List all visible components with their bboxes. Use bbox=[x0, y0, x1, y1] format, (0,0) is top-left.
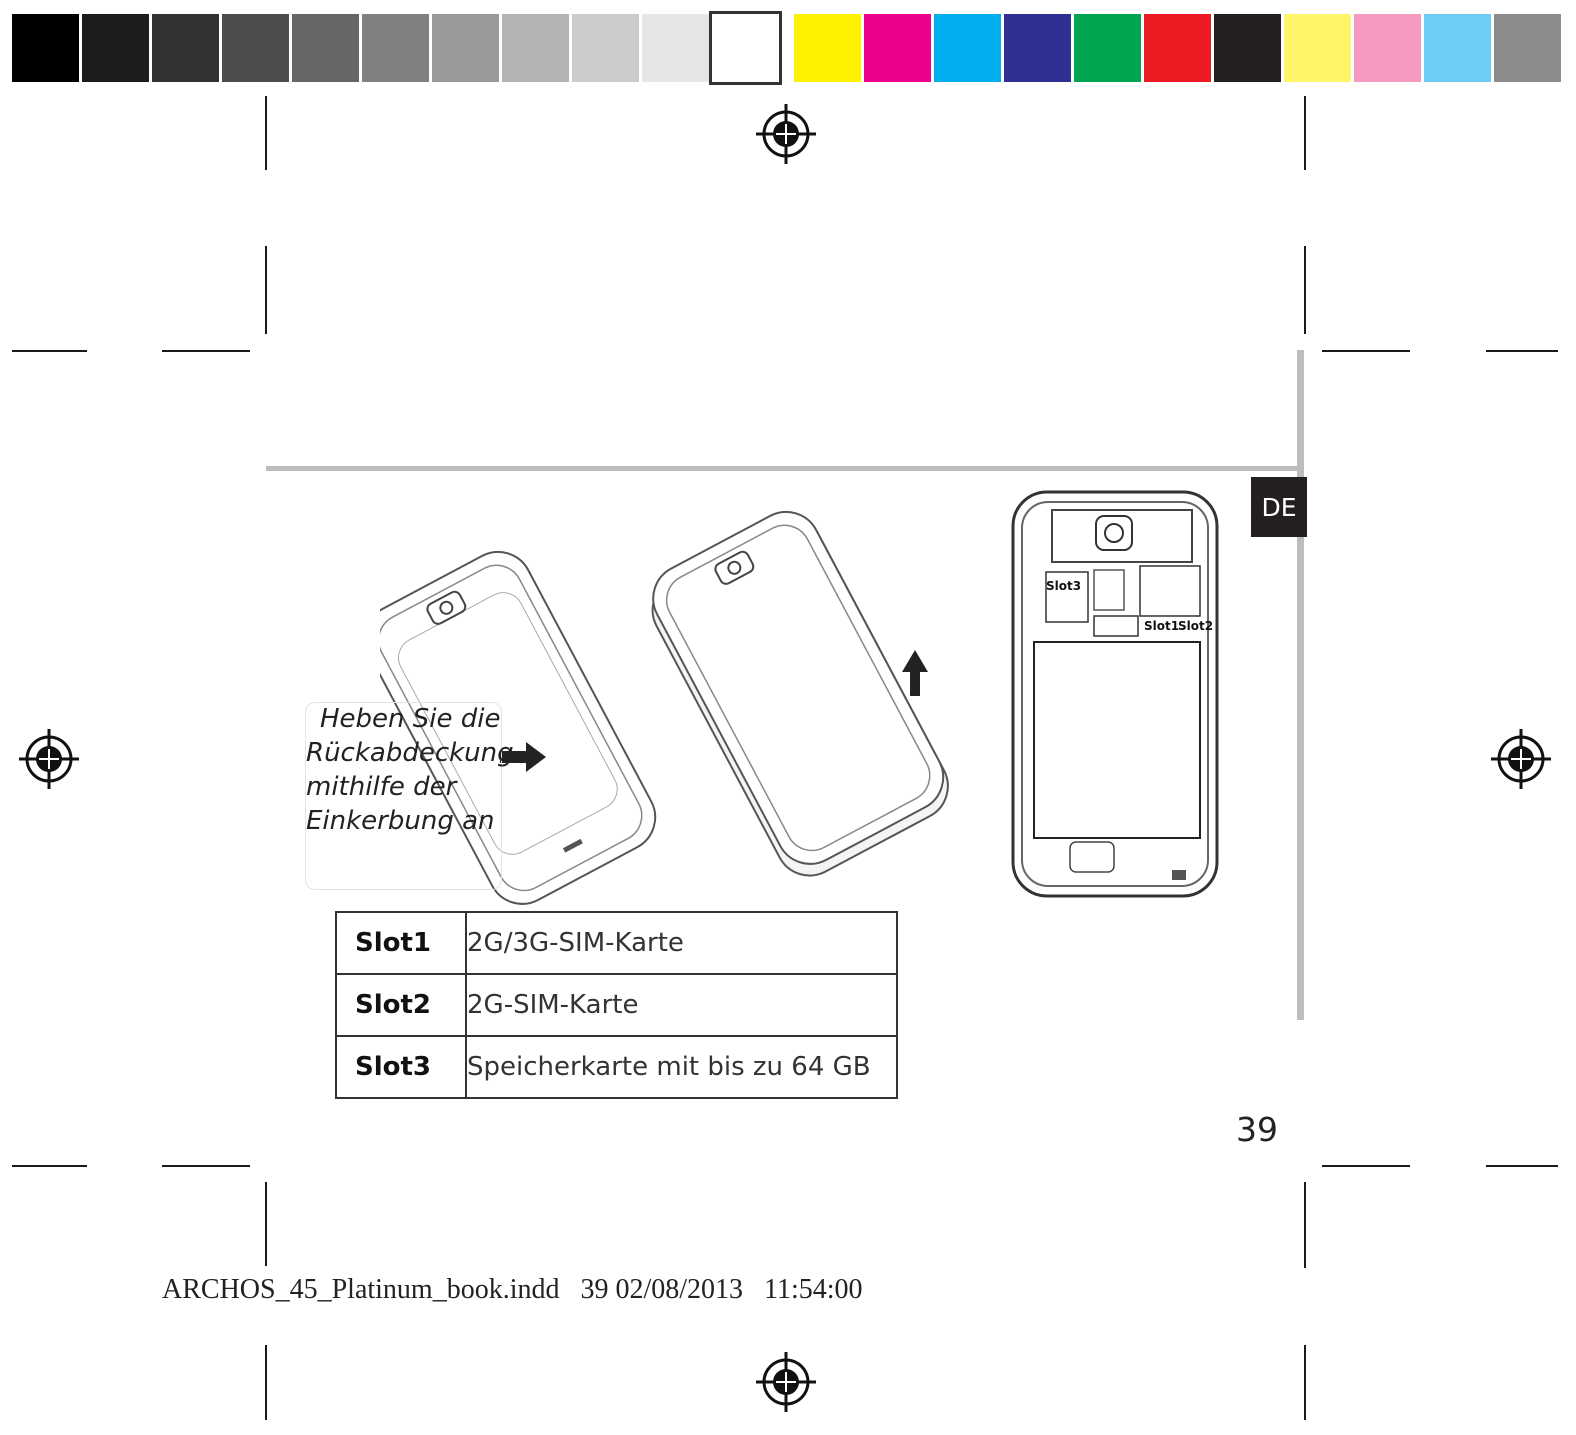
color-swatch bbox=[1424, 14, 1491, 82]
crop-mark bbox=[1322, 1165, 1410, 1167]
crop-mark bbox=[12, 1165, 87, 1167]
color-swatch bbox=[502, 14, 569, 82]
color-swatch bbox=[934, 14, 1001, 82]
phone-interior: Slot3 Slot1 Slot2 bbox=[1011, 490, 1219, 898]
printer-color-bar bbox=[12, 11, 1561, 85]
table-row: Slot1 2G/3G-SIM-Karte bbox=[335, 911, 898, 975]
color-swatch bbox=[1214, 14, 1281, 82]
section-rule bbox=[266, 466, 1304, 471]
phone-back-cover-2 bbox=[651, 510, 949, 877]
slot1-label: Slot1 bbox=[1144, 619, 1179, 633]
crop-mark bbox=[162, 350, 250, 352]
crop-mark bbox=[1322, 350, 1410, 352]
crop-mark bbox=[162, 1165, 250, 1167]
color-swatch bbox=[12, 14, 79, 82]
crop-mark bbox=[1486, 350, 1558, 352]
arrow-up-icon bbox=[902, 650, 928, 696]
registration-mark-icon bbox=[756, 104, 816, 164]
slot-description-cell: 2G-SIM-Karte bbox=[465, 973, 898, 1037]
crop-mark bbox=[265, 1182, 267, 1266]
slot-name-cell: Slot1 bbox=[335, 911, 467, 975]
callout-line: mithilfe der bbox=[306, 772, 457, 802]
color-swatch bbox=[222, 14, 289, 82]
color-swatch bbox=[1004, 14, 1071, 82]
registration-mark-icon bbox=[19, 729, 79, 789]
table-row: Slot2 2G-SIM-Karte bbox=[335, 973, 898, 1037]
table-row: Slot3 Speicherkarte mit bis zu 64 GB bbox=[335, 1035, 898, 1099]
color-swatch bbox=[794, 14, 861, 82]
slot3-label: Slot3 bbox=[1046, 579, 1081, 593]
back-cover-removal-illustration: Slot3 Slot1 Slot2 bbox=[380, 490, 1219, 905]
callout-line: Einkerbung an bbox=[306, 806, 495, 836]
color-swatch bbox=[292, 14, 359, 82]
crop-mark bbox=[1304, 1182, 1306, 1268]
color-swatch bbox=[432, 14, 499, 82]
color-swatch bbox=[709, 11, 782, 85]
color-swatch bbox=[82, 14, 149, 82]
slot-table: Slot1 2G/3G-SIM-Karte Slot2 2G-SIM-Karte… bbox=[335, 911, 898, 1099]
registration-mark-icon bbox=[1491, 729, 1551, 789]
slot-description-cell: 2G/3G-SIM-Karte bbox=[465, 911, 898, 975]
color-swatch bbox=[1354, 14, 1421, 82]
color-swatch bbox=[1284, 14, 1351, 82]
arrow-right-icon bbox=[500, 742, 546, 772]
color-swatch bbox=[152, 14, 219, 82]
color-swatch bbox=[1074, 14, 1141, 82]
crop-mark bbox=[1304, 246, 1306, 334]
color-swatch bbox=[642, 14, 709, 82]
crop-mark bbox=[1486, 1165, 1558, 1167]
slot-description-cell: Speicherkarte mit bis zu 64 GB bbox=[465, 1035, 898, 1099]
crop-mark bbox=[1304, 1345, 1306, 1420]
crop-mark bbox=[265, 1345, 267, 1420]
instruction-callout-text: Heben Sie die Rückabdeckung mithilfe der… bbox=[306, 702, 514, 838]
slot-name-cell: Slot3 bbox=[335, 1035, 467, 1099]
callout-line: Rückabdeckung bbox=[306, 738, 514, 768]
margin-rule bbox=[1297, 350, 1304, 1020]
color-swatch bbox=[1494, 14, 1561, 82]
crop-mark bbox=[265, 96, 267, 170]
phone-back-cover-1 bbox=[380, 550, 657, 905]
print-slug-footer: ARCHOS_45_Platinum_book.indd 39 02/08/20… bbox=[162, 1274, 863, 1305]
instruction-callout-box bbox=[305, 702, 502, 890]
callout-line: Heben Sie die bbox=[320, 704, 501, 734]
registration-mark-icon bbox=[756, 1352, 816, 1412]
crop-mark bbox=[12, 350, 87, 352]
language-tab: DE bbox=[1251, 477, 1307, 537]
page-number: 39 bbox=[1236, 1110, 1278, 1149]
color-swatch bbox=[572, 14, 639, 82]
slot2-label: Slot2 bbox=[1178, 619, 1213, 633]
crop-mark bbox=[1304, 96, 1306, 170]
color-swatch bbox=[864, 14, 931, 82]
color-swatch bbox=[362, 14, 429, 82]
color-swatch bbox=[1144, 14, 1211, 82]
crop-mark bbox=[265, 246, 267, 334]
slot-name-cell: Slot2 bbox=[335, 973, 467, 1037]
